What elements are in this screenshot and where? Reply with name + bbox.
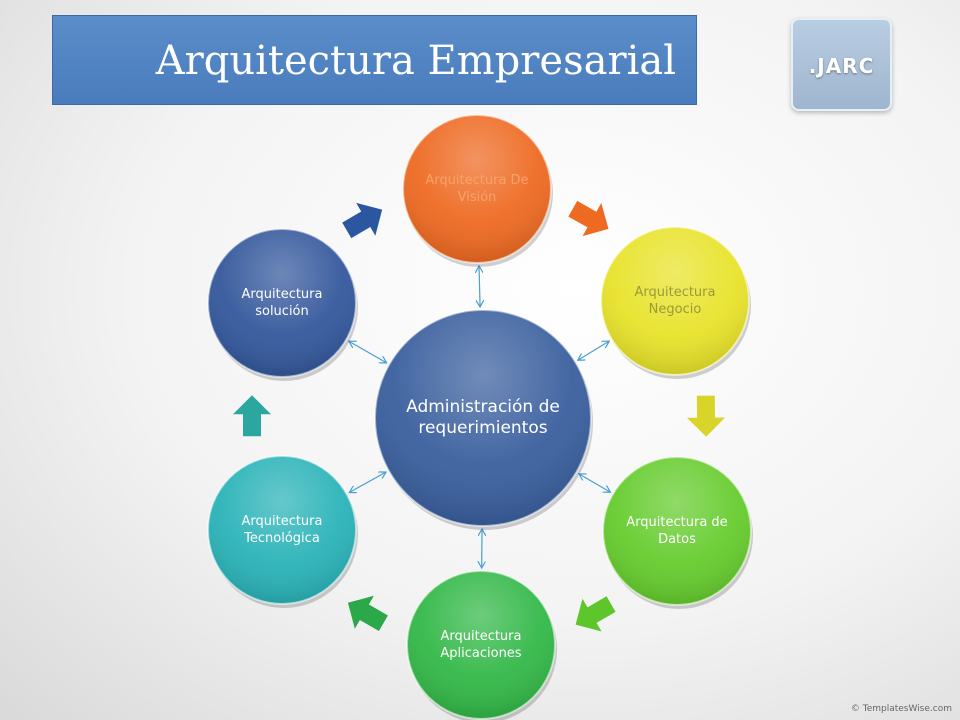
connector-vision xyxy=(479,267,480,306)
center-node-label: Administración de requerimientos xyxy=(406,397,560,438)
node-circles xyxy=(207,114,753,720)
node-solucion xyxy=(207,228,358,381)
flow-arrow-4 xyxy=(347,595,388,632)
node-aplicaciones xyxy=(406,570,557,720)
connector-datos xyxy=(580,474,610,491)
connector-solucion xyxy=(350,342,386,363)
flow-arrow-2 xyxy=(687,395,726,437)
page-title: Arquitectura Empresarial xyxy=(155,38,676,84)
node-label-aplicaciones: Arquitectura Aplicaciones xyxy=(440,629,522,661)
footer-credit: © TemplatesWise.com xyxy=(850,704,952,714)
node-datos xyxy=(602,456,753,609)
node-label-vision: Arquitectura De Visión xyxy=(425,173,529,205)
jarc-logo: .JARC xyxy=(791,18,892,111)
node-vision xyxy=(402,114,553,267)
node-label-negocio: Arquitectura Negocio xyxy=(634,285,716,317)
flow-arrow-1 xyxy=(568,200,609,237)
node-label-tecnologica: Arquitectura Tecnológica xyxy=(241,514,323,546)
connector-tecnologica xyxy=(350,473,385,493)
flow-arrow-5 xyxy=(233,395,272,437)
node-negocio xyxy=(600,226,751,379)
flow-arrow-3 xyxy=(575,596,616,632)
node-tecnologica xyxy=(207,455,358,608)
connectors xyxy=(350,267,610,567)
title-bar: Arquitectura Empresarial xyxy=(52,15,697,105)
flow-arrows xyxy=(233,200,726,632)
flow-arrow-6 xyxy=(342,202,383,239)
logo-text: .JARC xyxy=(808,54,875,78)
connector-negocio xyxy=(579,342,609,360)
node-label-datos: Arquitectura de Datos xyxy=(626,515,728,547)
node-label-solucion: Arquitectura solución xyxy=(241,287,323,319)
center-node xyxy=(374,309,593,530)
